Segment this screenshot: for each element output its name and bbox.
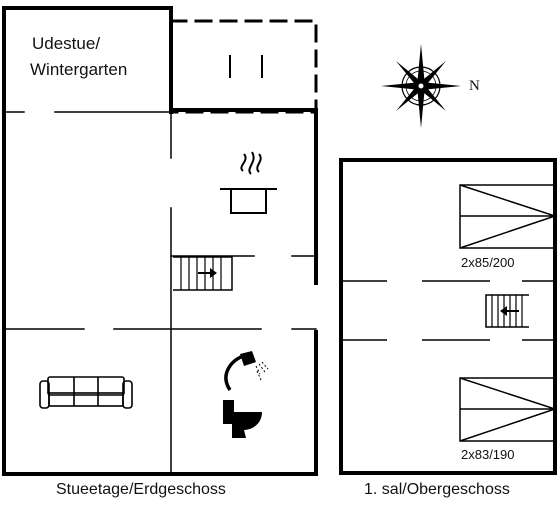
stairs-icon [173, 256, 233, 291]
bed-icon [459, 377, 558, 442]
bed-size-label: 2x83/190 [461, 447, 515, 462]
toilet-icon [223, 400, 262, 438]
upper-floor-label: 1. sal/Obergeschoss [364, 481, 510, 498]
upper-floor-walls [339, 158, 557, 475]
sunroom-label-line1: Udestue/ [32, 34, 101, 53]
ground-floor-label: Stueetage/Erdgeschoss [56, 481, 226, 498]
compass-rose-icon [381, 44, 461, 128]
sunroom-label-line2: Wintergarten [30, 60, 128, 79]
bed-size-label: 2x85/200 [461, 255, 515, 270]
ground-floor-walls [2, 6, 318, 476]
cooking-pot-icon [220, 151, 277, 214]
stairs-icon [485, 294, 529, 328]
north-label: N [469, 78, 480, 94]
shower-icon [224, 351, 269, 391]
bed-icon [459, 184, 558, 249]
sofa-icon [39, 376, 133, 409]
